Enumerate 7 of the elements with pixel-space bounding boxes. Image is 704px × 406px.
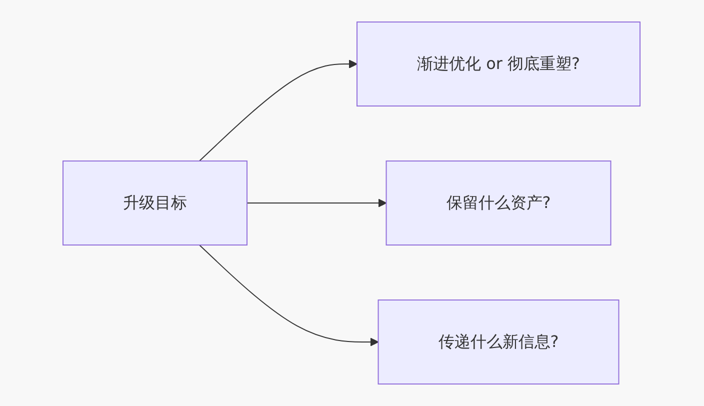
node-box: 传递什么新信息?	[378, 300, 620, 384]
node-box: 保留什么资产?	[386, 160, 612, 246]
node-box: 升级目标	[62, 160, 248, 246]
arrow	[199, 244, 380, 346]
arrow	[246, 198, 388, 208]
node-box: 渐进优化 or 彻底重塑?	[356, 22, 642, 106]
arrow	[199, 60, 358, 162]
